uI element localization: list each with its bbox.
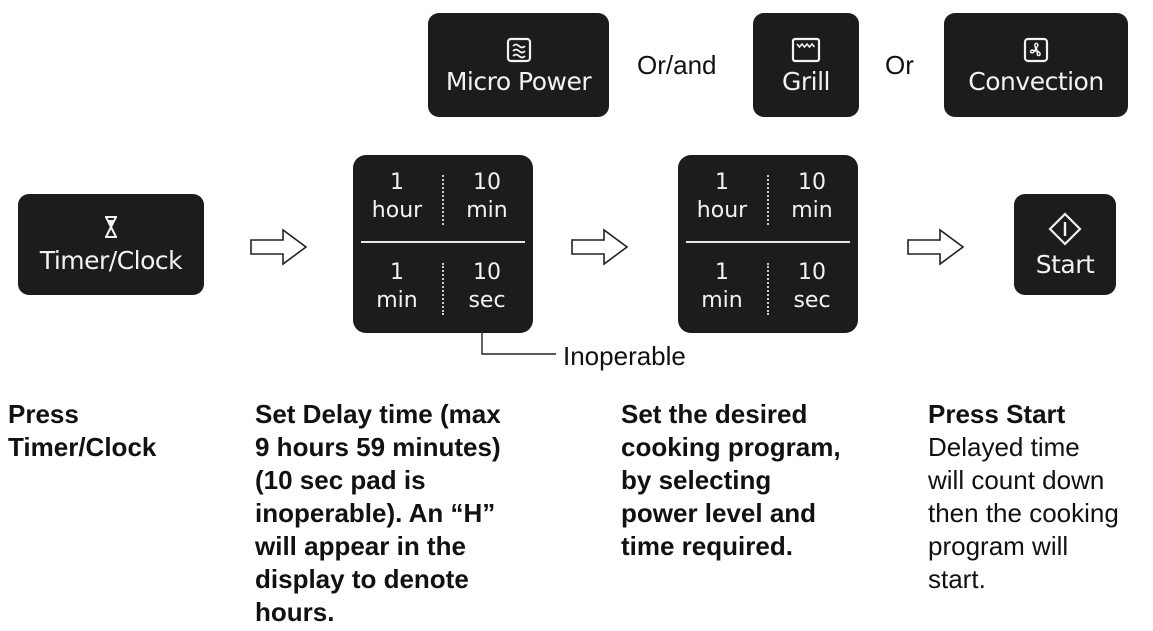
arrow-right-icon — [250, 228, 308, 266]
step-3-description: Set the desired cooking program, by sele… — [621, 398, 841, 563]
grill-button[interactable]: Grill — [753, 13, 859, 117]
step-2-line: Set Delay time (max — [255, 399, 501, 429]
pad-cell-10-min[interactable]: 10 min — [443, 169, 531, 225]
step-2-line: hours. — [255, 597, 335, 627]
step-4-line: will count down — [928, 465, 1105, 495]
timer-clock-button[interactable]: Timer/Clock — [18, 194, 204, 295]
step-2-line: (10 sec pad is — [255, 465, 426, 495]
hourglass-icon — [104, 216, 118, 238]
pad-number: 1 — [390, 260, 404, 285]
pad-cell-1-hour[interactable]: 1 hour — [678, 169, 766, 225]
step-3-line: cooking program, — [621, 432, 841, 462]
pad-number: 1 — [715, 260, 729, 285]
pad-number: 10 — [473, 260, 501, 285]
pad-horizontal-divider — [686, 241, 850, 243]
arrow-right-icon — [907, 228, 965, 266]
pad-unit: min — [376, 288, 418, 313]
pad-number: 1 — [715, 170, 729, 195]
pad-number: 10 — [798, 170, 826, 195]
grill-label: Grill — [782, 66, 831, 96]
pad-cell-10-min[interactable]: 10 min — [768, 169, 856, 225]
or-and-separator: Or/and — [637, 50, 717, 80]
step-4-line: then the cooking — [928, 498, 1119, 528]
start-label: Start — [1035, 250, 1095, 279]
pad-cell-1-min[interactable]: 1 min — [678, 259, 766, 315]
step-3-line: by selecting — [621, 465, 772, 495]
pad-unit: min — [791, 198, 833, 223]
step-1-description: Press Timer/Clock — [8, 398, 156, 464]
arrow-right-icon — [571, 228, 629, 266]
step-2-line: display to denote — [255, 564, 469, 594]
step-3-line: time required. — [621, 531, 793, 561]
step-3-line: Set the desired — [621, 399, 808, 429]
micro-power-label: Micro Power — [445, 66, 592, 96]
pad-unit: min — [466, 198, 508, 223]
or-separator: Or — [885, 50, 914, 80]
pad-horizontal-divider — [361, 241, 525, 243]
time-pad-cooking: 1 hour 10 min 1 min 10 sec — [678, 155, 858, 333]
step-1-line: Timer/Clock — [8, 432, 157, 462]
timer-clock-label: Timer/Clock — [39, 246, 183, 275]
start-button[interactable]: Start — [1014, 194, 1116, 295]
pad-unit: sec — [468, 288, 506, 313]
step-4-line: program will — [928, 531, 1069, 561]
pad-unit: min — [701, 288, 743, 313]
step-1-line: Press — [8, 399, 79, 429]
convection-label: Convection — [968, 66, 1104, 96]
grill-icon — [791, 37, 821, 63]
time-pad-delay: 1 hour 10 min 1 min 10 sec — [353, 155, 533, 333]
pad-vertical-divider — [442, 263, 444, 315]
pad-number: 10 — [798, 260, 826, 285]
step-4-line: start. — [928, 564, 986, 594]
pad-vertical-divider — [442, 175, 444, 225]
step-2-line: will appear in the — [255, 531, 466, 561]
convection-button[interactable]: Convection — [944, 13, 1128, 117]
step-3-line: power level and — [621, 498, 817, 528]
start-diamond-icon — [1048, 212, 1082, 246]
pad-unit: hour — [371, 198, 423, 223]
pad-number: 10 — [473, 170, 501, 195]
pad-vertical-divider — [767, 263, 769, 315]
inoperable-leader-line — [481, 330, 556, 355]
step-4-description: Press Start Delayed time will count down… — [928, 398, 1119, 596]
step-2-line: 9 hours 59 minutes) — [255, 432, 501, 462]
pad-unit: sec — [793, 288, 831, 313]
pad-cell-10-sec: 10 sec — [443, 259, 531, 315]
step-4-heading: Press Start — [928, 399, 1066, 429]
step-2-description: Set Delay time (max 9 hours 59 minutes) … — [255, 398, 501, 629]
pad-cell-1-hour[interactable]: 1 hour — [353, 169, 441, 225]
pad-cell-1-min[interactable]: 1 min — [353, 259, 441, 315]
pad-unit: hour — [696, 198, 748, 223]
inoperable-label: Inoperable — [563, 341, 686, 371]
step-4-line: Delayed time — [928, 432, 1080, 462]
convection-fan-icon — [1023, 37, 1049, 63]
pad-cell-10-sec[interactable]: 10 sec — [768, 259, 856, 315]
pad-number: 1 — [390, 170, 404, 195]
micro-power-button[interactable]: Micro Power — [428, 13, 609, 117]
pad-vertical-divider — [767, 175, 769, 225]
microwave-waves-icon — [506, 37, 532, 63]
step-2-line: inoperable). An “H” — [255, 498, 496, 528]
